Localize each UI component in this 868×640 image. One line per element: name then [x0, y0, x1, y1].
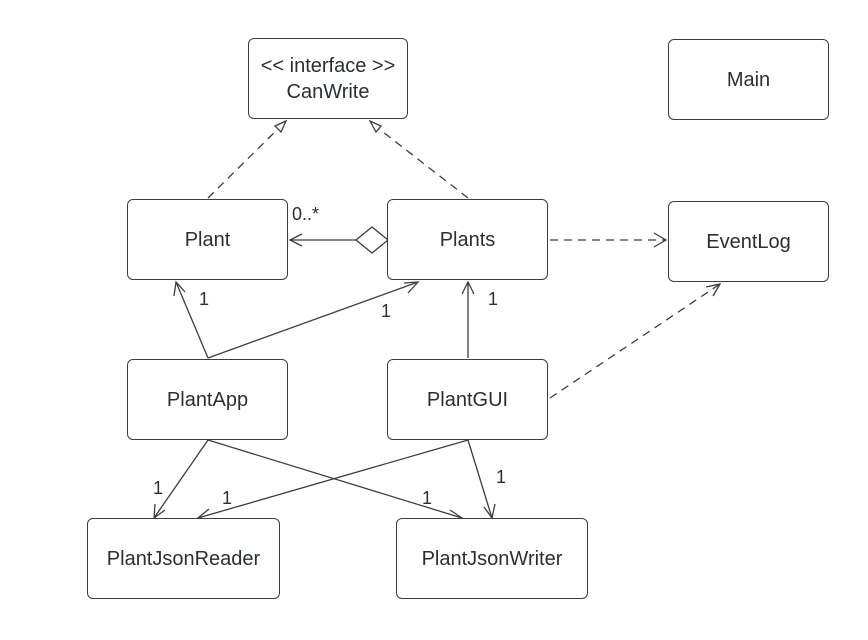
plantapp-name: PlantApp: [166, 388, 249, 411]
association-plantapp-plants: [207, 281, 419, 359]
class-plant[interactable]: Plant: [127, 199, 288, 280]
association-arrowhead-plantapp-plants: [403, 281, 420, 294]
dependency-arrowhead-plantgui-eventlog: [705, 283, 722, 297]
dependency-plantgui-eventlog: [549, 283, 721, 399]
association-plantapp-reader: [153, 439, 209, 519]
realization-arrowhead-plants: [368, 119, 383, 134]
association-arrowhead-plantgui-plants: [461, 280, 475, 295]
class-canwrite[interactable]: << interface >> CanWrite: [248, 38, 408, 119]
main-name: Main: [726, 68, 771, 91]
aggregation-arrowhead: [288, 233, 303, 247]
association-arrowhead-plantapp-plant: [173, 280, 186, 297]
multiplicity-plantgui-writer: 1: [496, 467, 507, 487]
multiplicity-plantgui-plants: 1: [488, 289, 499, 309]
dependency-arrowhead-plants-eventlog: [653, 232, 668, 248]
eventlog-name: EventLog: [706, 230, 791, 253]
realization-plants-canwrite: [373, 124, 469, 199]
multiplicity-plantapp-reader: 1: [153, 478, 164, 498]
multiplicity-plantgui-reader: 1: [222, 488, 233, 508]
plant-name: Plant: [184, 228, 231, 251]
class-plantapp[interactable]: PlantApp: [127, 359, 288, 440]
class-plants[interactable]: Plants: [387, 199, 548, 280]
multiplicity-plantapp-plant: 1: [199, 289, 210, 309]
class-main[interactable]: Main: [668, 39, 829, 120]
class-plantgui[interactable]: PlantGUI: [387, 359, 548, 440]
class-plantjsonwriter[interactable]: PlantJsonWriter: [396, 518, 588, 599]
plants-name: Plants: [439, 228, 496, 251]
multiplicity-plantapp-writer: 1: [422, 488, 433, 508]
realization-plant-canwrite: [207, 123, 284, 199]
plantjsonwriter-name: PlantJsonWriter: [421, 547, 563, 570]
canwrite-name: CanWrite: [286, 80, 370, 103]
association-plantapp-plant: [175, 281, 209, 359]
plantjsonreader-name: PlantJsonReader: [106, 547, 261, 570]
canwrite-stereotype: << interface >>: [260, 54, 396, 77]
association-plantgui-writer: [467, 439, 493, 519]
class-eventlog[interactable]: EventLog: [668, 201, 829, 282]
multiplicity-plants-plant: 0..*: [292, 204, 320, 224]
realization-arrowhead-plant: [273, 119, 288, 134]
multiplicity-plantapp-plants: 1: [381, 301, 392, 321]
class-plantjsonreader[interactable]: PlantJsonReader: [87, 518, 280, 599]
aggregation-diamond: [354, 226, 390, 254]
association-plantgui-reader: [197, 439, 469, 519]
plantgui-name: PlantGUI: [426, 388, 509, 411]
